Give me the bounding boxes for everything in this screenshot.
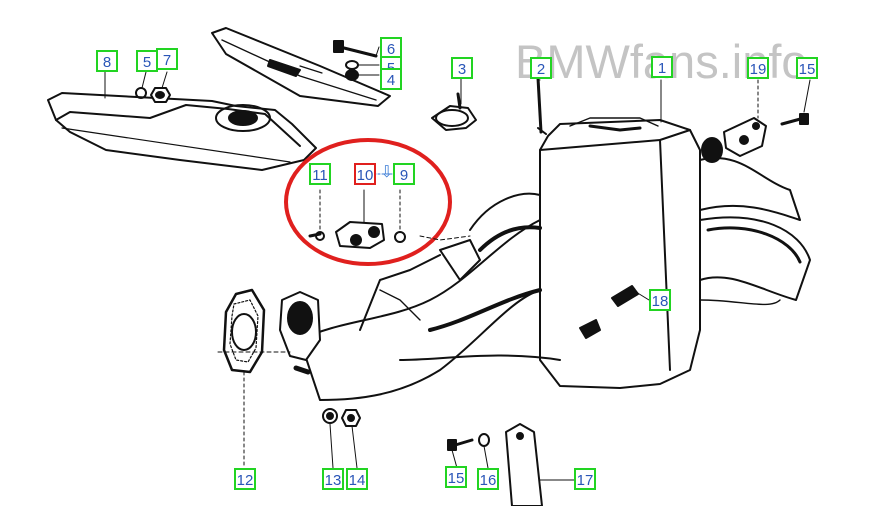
callout-11[interactable]: 11 xyxy=(309,163,331,185)
callout-14[interactable]: 14 xyxy=(346,468,368,490)
gasket-part-12 xyxy=(222,288,266,467)
callout-17[interactable]: 17 xyxy=(574,468,596,490)
callout-19[interactable]: 19 xyxy=(747,57,769,79)
washer-part-16 xyxy=(478,433,490,447)
callout-13[interactable]: 13 xyxy=(322,468,344,490)
callout-1[interactable]: 1 xyxy=(651,56,673,78)
callout-9[interactable]: 9 xyxy=(393,163,415,185)
callout-16[interactable]: 16 xyxy=(477,468,499,490)
callout-5[interactable]: 5 xyxy=(136,50,158,72)
bolt-part-15-bottom xyxy=(447,438,474,451)
nut-part-14 xyxy=(341,409,361,427)
callout-15-bottom[interactable]: 15 xyxy=(445,466,467,488)
strap-part-17 xyxy=(505,423,575,506)
washer-part-5-top xyxy=(345,60,359,70)
callout-7[interactable]: 7 xyxy=(156,48,178,70)
callout-18[interactable]: 18 xyxy=(649,289,671,311)
manifold-runners xyxy=(279,192,561,401)
top-cover-shield xyxy=(211,27,391,107)
stud-part-2 xyxy=(536,76,547,135)
washer-part-5 xyxy=(135,87,147,99)
nut-part-4 xyxy=(345,69,359,81)
callout-10[interactable]: 10 xyxy=(354,163,376,185)
callout-12[interactable]: 12 xyxy=(234,468,256,490)
down-arrow-icon: ⇩ xyxy=(380,162,394,181)
callout-4[interactable]: 4 xyxy=(380,68,402,90)
callout-3[interactable]: 3 xyxy=(451,57,473,79)
bolt-part-15-top xyxy=(780,113,809,126)
exhaust-manifold xyxy=(539,117,811,389)
callout-15-top[interactable]: 15 xyxy=(796,57,818,79)
callout-2[interactable]: 2 xyxy=(530,57,552,79)
cap-part-3 xyxy=(431,92,477,131)
callout-6[interactable]: 6 xyxy=(380,37,402,59)
washer-part-13 xyxy=(322,408,338,424)
bracket-part-19 xyxy=(723,79,767,157)
sensor-fitting xyxy=(579,319,601,339)
highlight-circle xyxy=(284,138,452,266)
bolt-part-6 xyxy=(333,40,378,58)
clamp-assembly xyxy=(308,189,406,249)
heat-shield-plate xyxy=(47,92,317,171)
plug-part-18 xyxy=(611,285,639,307)
callout-8[interactable]: 8 xyxy=(96,50,118,72)
nut-part-7 xyxy=(150,87,171,103)
